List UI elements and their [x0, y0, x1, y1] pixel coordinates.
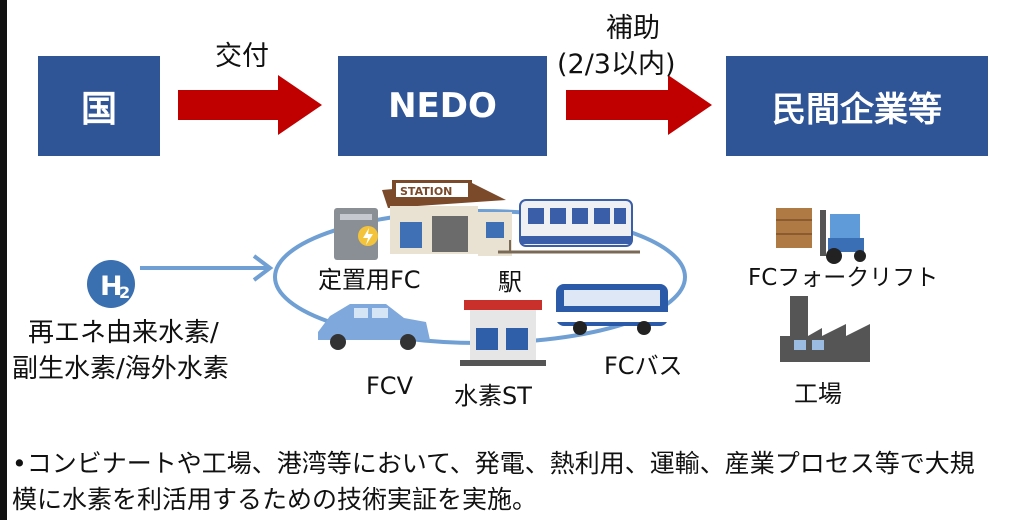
grant-arrow: [178, 75, 322, 135]
note-line-1: •コンビナートや工場、港湾等において、発電、熱利用、運輸、産業プロセス等で大規: [12, 449, 975, 478]
grant-label: 交付: [215, 41, 269, 72]
h2-icon: [87, 260, 135, 308]
nedo-label: NEDO: [388, 86, 497, 126]
station-sign-text: STATION: [400, 185, 452, 198]
note-line-2: 模に水素を利活用するための技術実証を実施。: [12, 485, 538, 514]
left-border: [0, 0, 7, 520]
factory-icon: [780, 296, 870, 362]
hydrogen-st-label: 水素ST: [454, 382, 532, 410]
train-icon: [498, 199, 640, 254]
subsidy-arrow: [566, 75, 712, 135]
country-label: 国: [80, 89, 117, 130]
fcv-label: FCV: [366, 372, 413, 400]
fc-bus-label: FCバス: [604, 352, 683, 380]
h2-symbol: H: [100, 271, 123, 302]
stationary-fc-label: 定置用FC: [318, 266, 421, 294]
fcv-car-icon: [318, 304, 430, 350]
forklift-label: FCフォークリフト: [748, 265, 939, 291]
subsidy-label: 補助: [606, 13, 660, 44]
station-building-icon: STATION: [382, 180, 512, 256]
subsidy-ratio-label: (2/3以内): [557, 49, 676, 80]
station-label: 駅: [498, 268, 522, 296]
stationary-fuel-cell-icon: [334, 208, 378, 260]
nedo-box: NEDO: [338, 56, 547, 156]
h2-subscript: 2: [119, 283, 130, 302]
supply-arrow: [140, 254, 274, 282]
hydrogen-station-icon: [460, 300, 546, 366]
forklift-icon: [776, 208, 866, 264]
private-companies-label: 民間企業等: [772, 89, 942, 130]
hydrogen-source-line2: 副生水素/海外水素: [12, 354, 229, 384]
country-box: 国: [38, 56, 160, 156]
private-companies-box: 民間企業等: [726, 56, 988, 156]
fc-bus-icon: [556, 284, 668, 335]
hydrogen-source-line1: 再エネ由来水素/: [28, 318, 219, 348]
factory-label: 工場: [794, 380, 842, 408]
